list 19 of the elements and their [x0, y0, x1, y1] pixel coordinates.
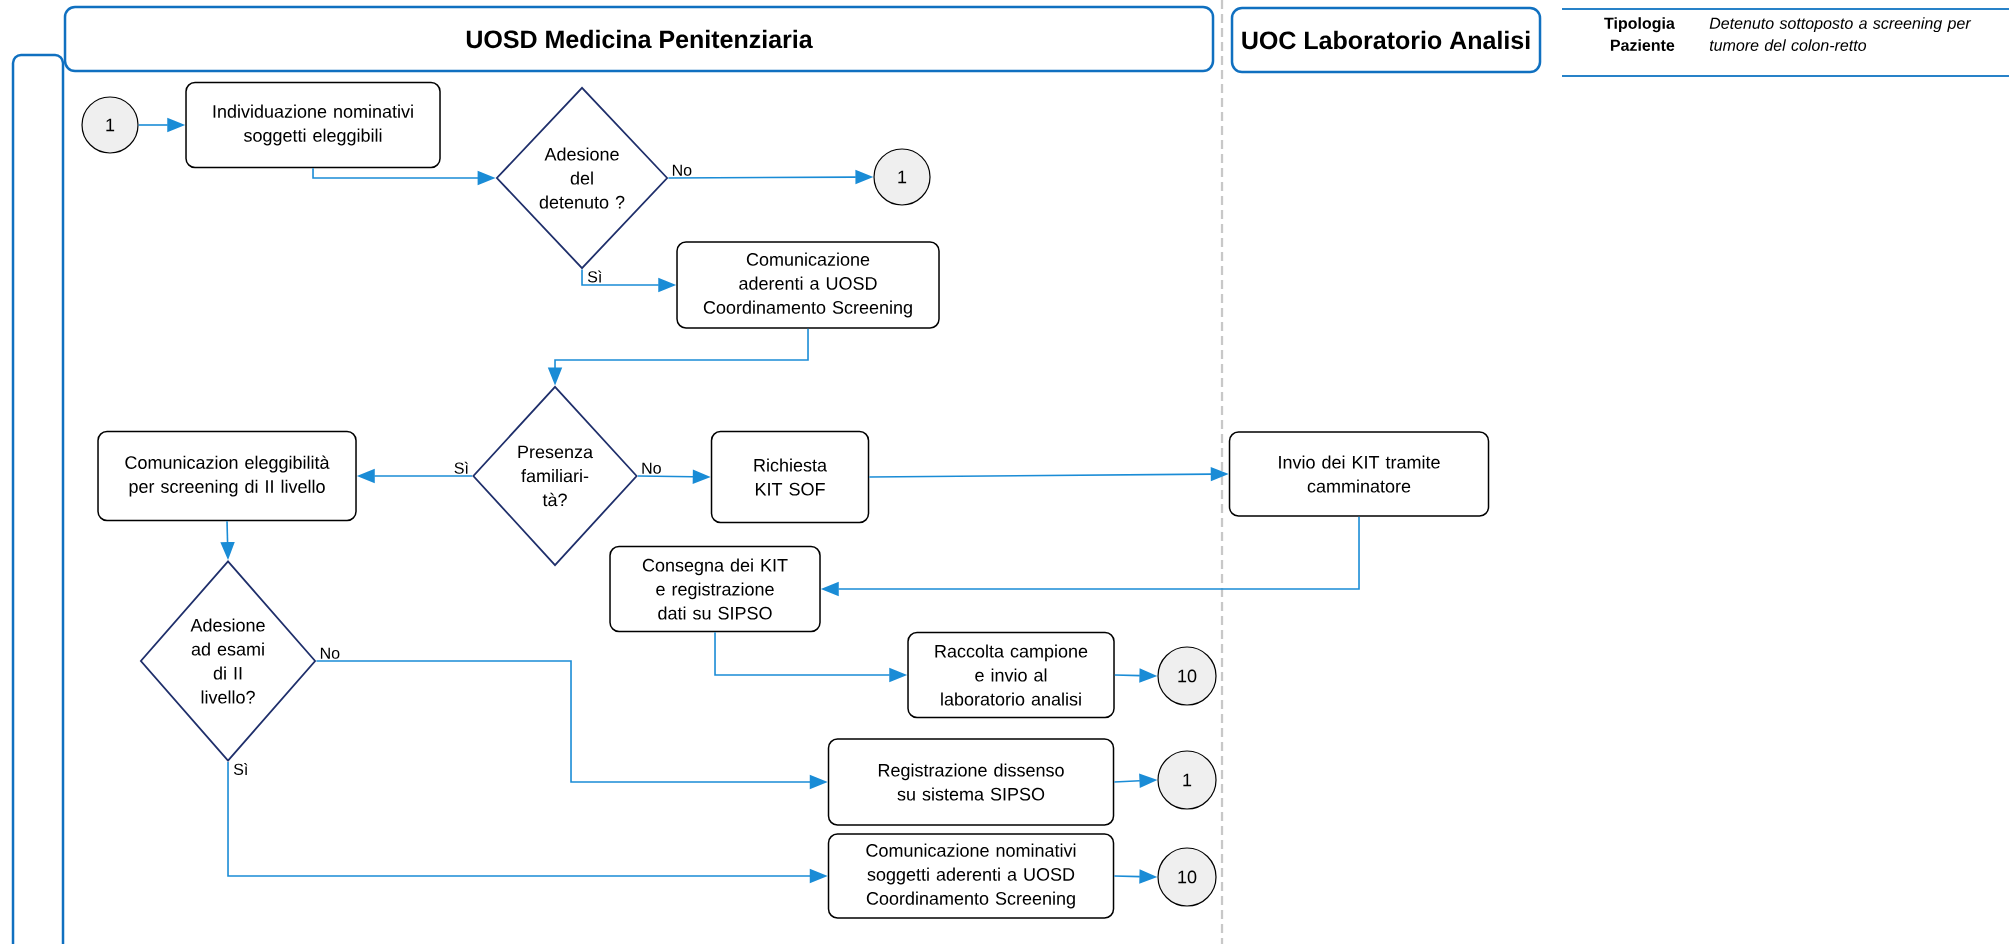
process-box: Comunicazion eleggibilità per screening di II livello	[97, 430, 357, 522]
lane-header: UOSD Medicina Penitenziaria	[63, 5, 1215, 73]
process-box: Comunicazione aderenti a UOSD Coordinamento Screening	[676, 241, 940, 329]
edge-label: No	[318, 646, 342, 660]
edge-label: Sì	[232, 762, 250, 777]
process-box: Consegna dei KIT e registrazione dati su SIPSO	[609, 545, 821, 633]
table-heading: Tipologia Paziente	[1604, 17, 1675, 51]
lane-header: UOC Laboratorio Analisi	[1230, 6, 1542, 74]
process-box: Registrazione dissenso su sistema SIPSO	[827, 738, 1115, 826]
edge-label: Sì	[452, 460, 470, 475]
edge-label: No	[640, 461, 663, 475]
process-box: Comunicazione nominativi soggetti aderenti a UOSD Coordinamento Screening	[827, 833, 1115, 919]
process-box: Invio dei KIT tramite camminatore	[1228, 431, 1490, 517]
table-text: Detenuto sottoposto a screening per tumore del colon-retto	[1709, 17, 1972, 51]
process-box: Richiesta KIT SOF	[710, 430, 870, 524]
process-box: Raccolta campione e invio al laboratorio analisi	[907, 631, 1115, 719]
edge-label: No	[670, 163, 694, 177]
edge-label: Sì	[586, 269, 604, 284]
process-box: Individuazione nominativi soggetti eleggibili	[185, 81, 441, 169]
